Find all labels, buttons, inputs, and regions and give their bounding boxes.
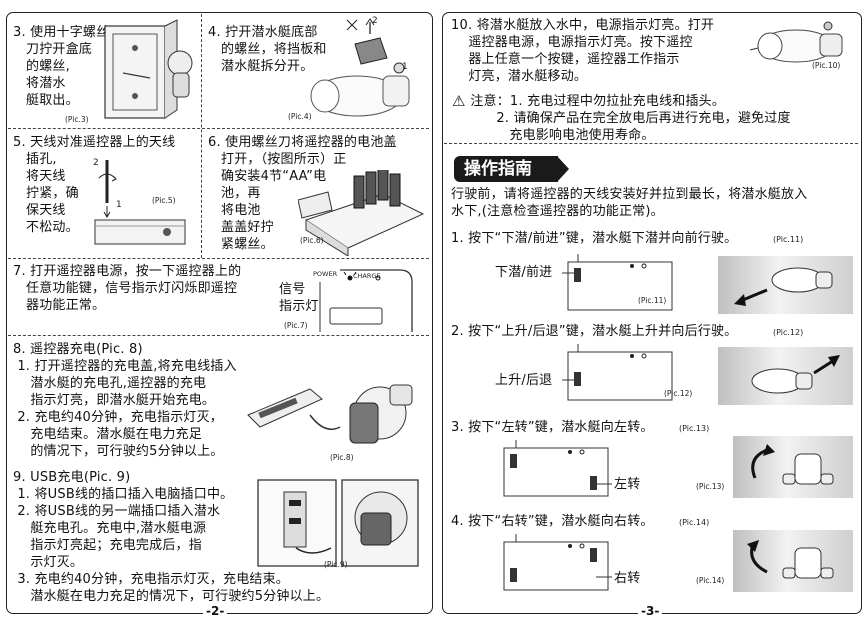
warning-icon: ⚠ — [452, 92, 466, 110]
instruction-4-picref: (Pic.14) — [679, 518, 710, 527]
step-4-text: 4. 拧开潜水艇底部 的螺丝，将挡板和 潜水艇拆分开。 — [208, 25, 327, 74]
power-label: POWER — [313, 270, 338, 278]
page-number-left: -2- — [203, 604, 228, 618]
step-9-title: 9. USB充电(Pic. 9) — [13, 470, 131, 485]
step-7-text: 7. 打开遥控器电源，按一下遥控器上的 任意功能键，信号指示灯闪烁即遥控 器功能… — [13, 264, 242, 313]
step-9-text: 1. 将USB线的插口插入电脑插口中。 2. 将USB线的另一端插口插入潜水 艇… — [17, 487, 234, 570]
pic5-label: (Pic.5) — [152, 196, 176, 205]
left-divider-2 — [8, 258, 429, 259]
charge-label: CHARGE — [353, 272, 381, 280]
step-10-text: 10. 将潜水艇放入水中，电源指示灯亮。打开 遥控器电源，电源指示灯亮。按下遥控… — [451, 18, 715, 84]
note-text: 注意：1. 充电过程中勿拉扯充电线和插头。 2. 请确保产品在完全放电后再进行充… — [470, 94, 791, 143]
instruction-3-text: 3. 按下“左转”键，潜水艇向左转。 — [451, 420, 654, 435]
step-8-title: 8. 遥控器充电(Pic. 8) — [13, 342, 143, 357]
submarine-left-illustration — [751, 444, 834, 485]
left-turn-label: 左转 — [614, 477, 641, 492]
submarine-water-illustration — [749, 21, 843, 63]
instruction-2-text: 2. 按下“上升/后退”键，潜水艇上升并向后行驶。 — [451, 324, 738, 339]
antenna-illustration — [94, 160, 186, 245]
instruction-4-text: 4. 按下“右转”键，潜水艇向右转。 — [451, 514, 654, 529]
box-illustration — [104, 19, 193, 119]
guide-banner — [454, 156, 558, 182]
dive-forward-label: 下潜/前进 — [495, 265, 553, 280]
signal-indicator-label: 信号 指示灯 — [279, 282, 319, 314]
guide-title: 操作指南 — [464, 159, 532, 179]
submarine-dive-illustration — [734, 267, 833, 306]
right-divider — [444, 143, 858, 144]
page-number-right: -3- — [638, 604, 663, 618]
rise-backward-label: 上升/后退 — [495, 373, 553, 388]
pic9-label: (Pic.9) — [324, 560, 348, 569]
pic5-num2: 2 — [93, 158, 99, 168]
pic6-label: (Pic.6) — [300, 236, 324, 245]
remote-1-illustration — [562, 254, 673, 311]
pic3-label: (Pic.3) — [65, 115, 89, 124]
pic10-label: (Pic.10) — [812, 61, 841, 70]
instruction-2-picref: (Pic.12) — [773, 328, 804, 337]
step-3-text: 3. 使用十字螺丝 刀拧开盒底 的螺丝, 将潜水 艇取出。 — [13, 25, 110, 108]
pic4-num2: 2 — [372, 16, 378, 26]
usb-illustration — [257, 479, 419, 567]
step-8-text: 1. 打开遥控器的充电盖,将充电线插入 潜水艇的充电孔,遥控器的充电 指示灯亮，… — [17, 359, 237, 459]
remote-signal-illustration — [319, 269, 413, 332]
left-turn-pointer — [596, 483, 612, 485]
submarine-right-illustration — [747, 540, 834, 579]
instruction-1-picref: (Pic.11) — [773, 235, 804, 244]
remote-4-illustration — [503, 534, 609, 591]
instruction-1-text: 1. 按下“下潜/前进”键，潜水艇下潜并向前行驶。 — [451, 231, 738, 246]
remote-2-illustration — [562, 344, 673, 401]
step-6-text: 6. 使用螺丝刀将遥控器的电池盖 打开，（按图所示）正 确安装4节“AA”电 池… — [208, 135, 397, 252]
step-9-text-2: 3. 充电约40分钟，充电指示灯灭，充电结束。 潜水艇在电力充足的情况下，可行驶… — [17, 572, 330, 604]
submarine-rise-illustration — [751, 355, 840, 394]
submarine-plate-illustration — [310, 18, 410, 117]
pic11-label: (Pic.11) — [638, 296, 667, 305]
pic7-label: (Pic.7) — [284, 321, 308, 330]
pic4-num1: 1 — [402, 62, 408, 72]
charging-illustration — [247, 384, 413, 444]
guide-intro: 行驶前，请将遥控器的天线安装好并拉到最长，将潜水艇放入 水下,(注意检查遥控器的… — [451, 187, 808, 219]
pic14-label: (Pic.14) — [696, 576, 725, 585]
remote-3-illustration — [503, 440, 609, 497]
left-divider-v — [201, 14, 202, 258]
right-turn-pointer — [596, 576, 612, 578]
pic5-num1: 1 — [116, 200, 122, 210]
pic13-label: (Pic.13) — [696, 482, 725, 491]
right-turn-label: 右转 — [614, 571, 641, 586]
banner-tail — [557, 156, 569, 182]
left-divider-1 — [8, 128, 429, 129]
instruction-3-picref: (Pic.13) — [679, 424, 710, 433]
step-5-text: 5. 天线对准遥控器上的天线 插孔, 将天线 拧紧，确 保天线 不松动。 — [13, 135, 176, 235]
pic4-label: (Pic.4) — [288, 112, 312, 121]
battery-illustration — [298, 170, 425, 256]
pic8-label: (Pic.8) — [330, 453, 354, 462]
pic12-label: (Pic.12) — [664, 389, 693, 398]
left-divider-3 — [8, 335, 429, 336]
